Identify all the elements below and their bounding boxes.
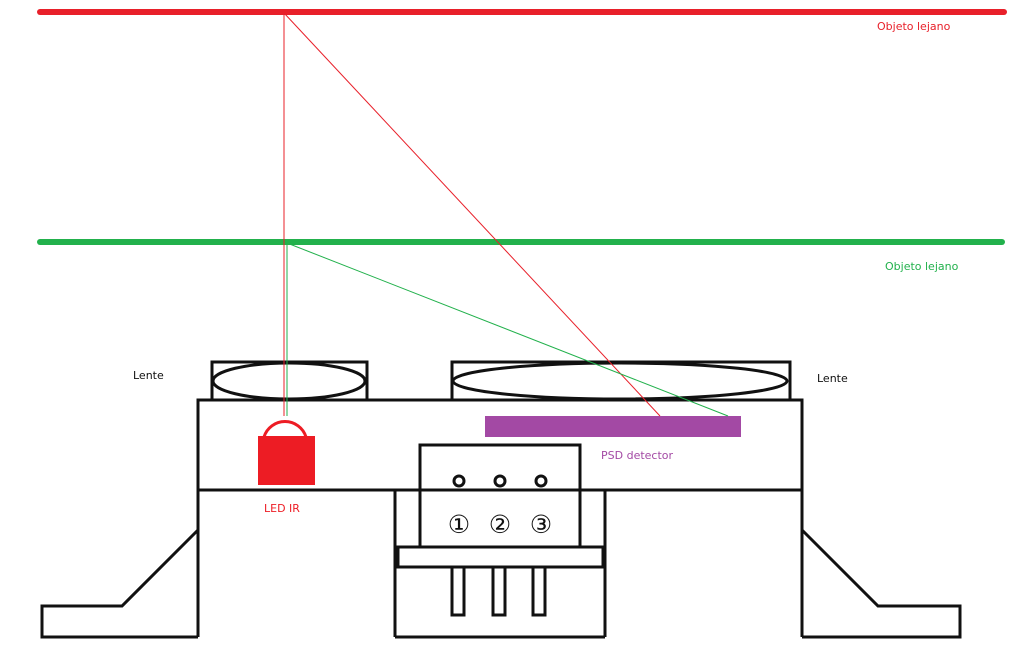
pin-2-label: ② [489,510,511,539]
far-reflected-ray [283,12,661,417]
pin-1-label: ① [448,510,470,539]
near-reflected-ray [286,242,729,417]
far-object-label: Objeto lejano [877,20,951,33]
lens-left-label: Lente [133,369,164,382]
lens-right-label: Lente [817,372,848,385]
psd-detector [485,416,741,437]
near-object-label: Objeto lejano [885,260,959,273]
led-ir-label: LED IR [264,502,300,515]
connector [396,443,605,617]
left-lens [210,360,369,402]
pin-3-label: ③ [530,510,552,539]
psd-detector-label: PSD detector [601,449,674,462]
led-ir [258,420,315,485]
sensor-housing [40,398,962,639]
right-lens [450,360,792,402]
